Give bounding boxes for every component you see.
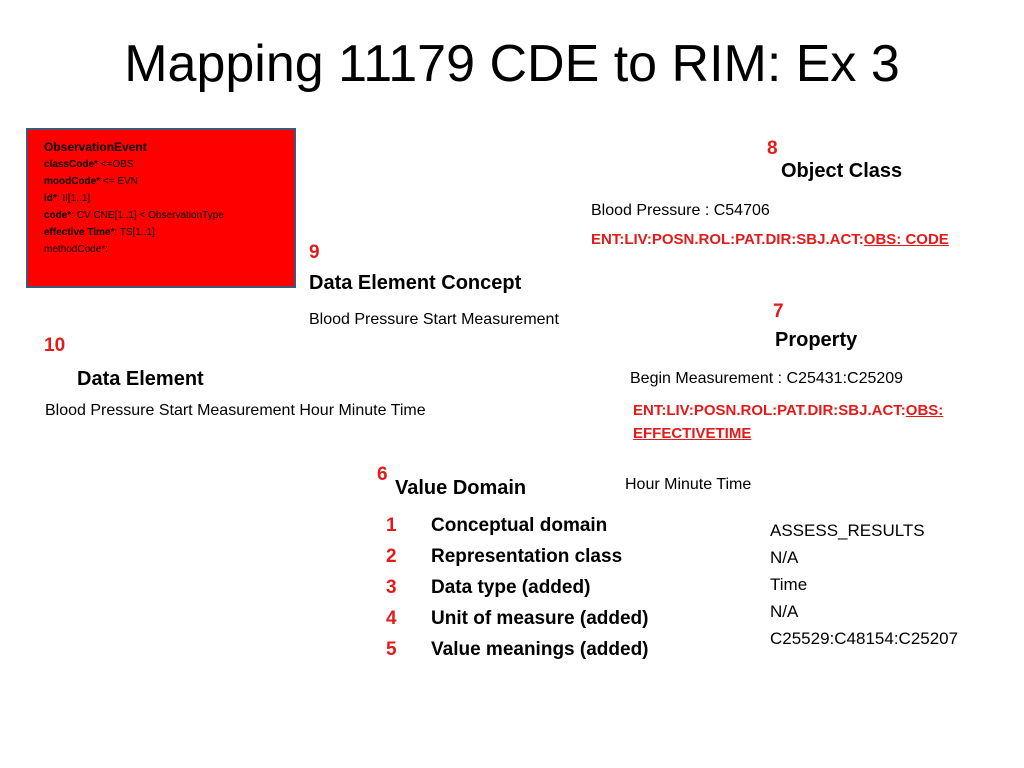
- value-domain-item-value: ASSESS_RESULTS: [770, 521, 925, 540]
- value-domain-heading: Value Domain: [395, 477, 527, 499]
- value-domain-item-value: N/A: [770, 602, 799, 621]
- list-item-number: 3: [386, 576, 397, 598]
- list-item: 3 Data type (added): [384, 572, 649, 603]
- list-item: 1 Conceptual domain: [384, 510, 649, 541]
- value-domain-item-value: Time: [770, 575, 808, 594]
- data-element-heading: Data Element: [77, 368, 204, 390]
- property-mapping-line-2: EFFECTIVETIME: [633, 425, 751, 442]
- list-item-number: 4: [386, 607, 397, 629]
- list-item-label: Conceptual domain: [431, 514, 608, 536]
- data-element-concept-value: Blood Pressure Start Measurement: [309, 311, 559, 328]
- property-mapping-target-2: EFFECTIVETIME: [633, 425, 752, 442]
- list-item: 2 Representation class: [384, 541, 649, 572]
- object-class-value: Blood Pressure : C54706: [591, 202, 770, 219]
- obs-line-class-code: classCode* <=OBS: [44, 159, 134, 170]
- observation-event-title: ObservationEvent: [44, 140, 147, 154]
- object-class-number: 8: [767, 138, 778, 159]
- obs-line-id: id*: II[1..1]: [44, 193, 91, 204]
- property-heading: Property: [775, 329, 858, 351]
- list-item-number: 5: [386, 638, 397, 660]
- data-element-concept-heading: Data Element Concept: [309, 272, 522, 294]
- value-domain-value: Hour Minute Time: [625, 476, 752, 493]
- object-class-mapping-target: OBS: CODE: [863, 231, 949, 248]
- obs-line-code: code*: CV CNE[1..1] < ObservationType: [44, 210, 224, 221]
- value-domain-number: 6: [377, 464, 388, 485]
- data-element-concept-number: 9: [309, 242, 320, 263]
- property-mapping-target: OBS:: [905, 402, 944, 419]
- list-item-label: Unit of measure (added): [431, 607, 649, 629]
- slide-title: Mapping 11179 CDE to RIM: Ex 3: [124, 35, 900, 93]
- data-element-value: Blood Pressure Start Measurement Hour Mi…: [45, 402, 426, 419]
- object-class-heading: Object Class: [781, 160, 903, 182]
- observation-event-box: ObservationEvent classCode* <=OBS moodCo…: [26, 128, 296, 288]
- list-item-number: 1: [386, 514, 397, 536]
- list-item-label: Representation class: [431, 545, 623, 567]
- value-domain-item-value: N/A: [770, 548, 799, 567]
- list-item: 5 Value meanings (added): [384, 634, 649, 665]
- obs-line-method-code: methodCode*:: [44, 244, 108, 255]
- obs-line-mood-code: moodCode* <= EVN: [44, 176, 138, 187]
- obs-line-effective-time: effective Time*: TS[1..1]: [44, 227, 155, 238]
- data-element-number: 10: [44, 335, 66, 356]
- list-item: 4 Unit of measure (added): [384, 603, 649, 634]
- list-item-label: Value meanings (added): [431, 638, 649, 660]
- property-number: 7: [773, 301, 784, 322]
- value-domain-list: 1 Conceptual domain 2 Representation cla…: [384, 510, 649, 665]
- object-class-mapping: ENT:LIV:POSN.ROL:PAT.DIR:SBJ.ACT:OBS: CO…: [591, 231, 949, 248]
- property-value: Begin Measurement : C25431:C25209: [630, 370, 904, 387]
- value-domain-item-value: C25529:C48154:C25207: [770, 629, 959, 648]
- list-item-number: 2: [386, 545, 397, 567]
- property-mapping: ENT:LIV:POSN.ROL:PAT.DIR:SBJ.ACT:OBS:: [633, 402, 944, 419]
- list-item-label: Data type (added): [431, 576, 591, 598]
- value-domain-values: ASSESS_RESULTS N/A Time N/A C25529:C4815…: [770, 517, 958, 652]
